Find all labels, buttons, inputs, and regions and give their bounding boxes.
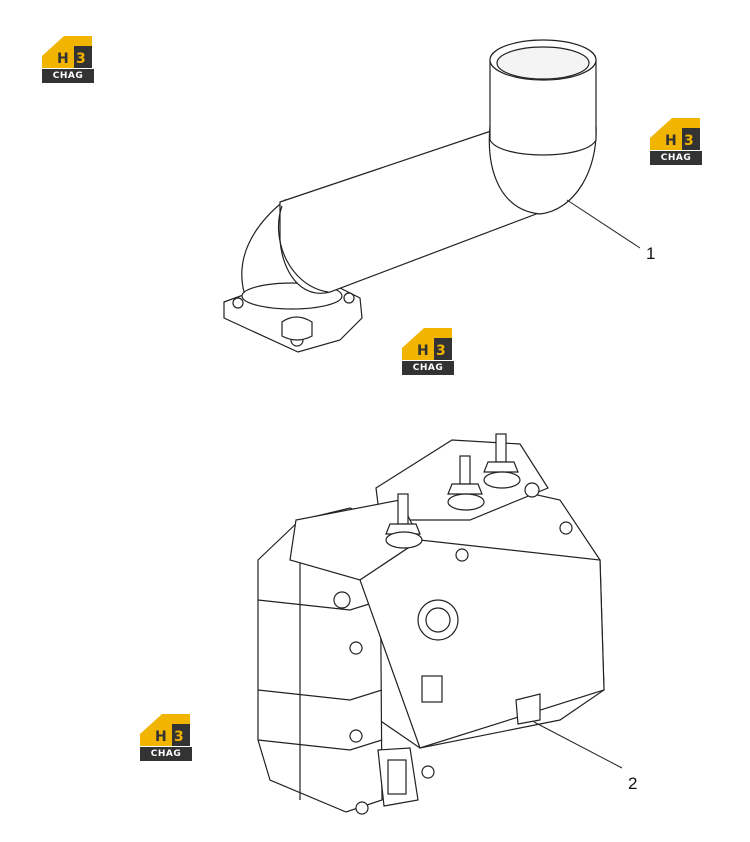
brand-logo-watermark: H 3 CHAG — [648, 114, 704, 168]
svg-text:3: 3 — [436, 343, 446, 359]
logo-house-icon: H 3 — [402, 328, 454, 375]
part-elbow-pipe — [223, 39, 597, 353]
part-tank-module — [257, 439, 605, 815]
brand-logo-watermark: H 3 CHAG — [138, 710, 194, 764]
svg-text:3: 3 — [76, 51, 86, 67]
pipe-outlet — [489, 59, 597, 156]
svg-text:H: H — [57, 51, 69, 67]
svg-text:H: H — [417, 343, 429, 359]
leader-line-1 — [566, 199, 641, 249]
leader-line-2 — [533, 721, 623, 769]
logo-caption: CHAG — [660, 153, 692, 163]
svg-text:3: 3 — [684, 133, 694, 149]
svg-text:H: H — [665, 133, 677, 149]
sensor-studs — [385, 433, 521, 549]
brand-logo-watermark: H 3 CHAG — [40, 32, 96, 86]
logo-house-icon: H 3 — [42, 36, 94, 83]
svg-text:3: 3 — [174, 729, 184, 745]
svg-text:H: H — [155, 729, 167, 745]
brand-logo-watermark: H 3 CHAG — [400, 324, 456, 378]
callout-1: 1 — [646, 244, 656, 263]
logo-caption: CHAG — [412, 363, 444, 373]
logo-house-icon: H 3 — [650, 118, 702, 165]
logo-caption: CHAG — [150, 749, 182, 759]
logo-house-icon: H 3 — [140, 714, 192, 761]
callout-2: 2 — [628, 774, 638, 793]
logo-caption: CHAG — [52, 71, 84, 81]
